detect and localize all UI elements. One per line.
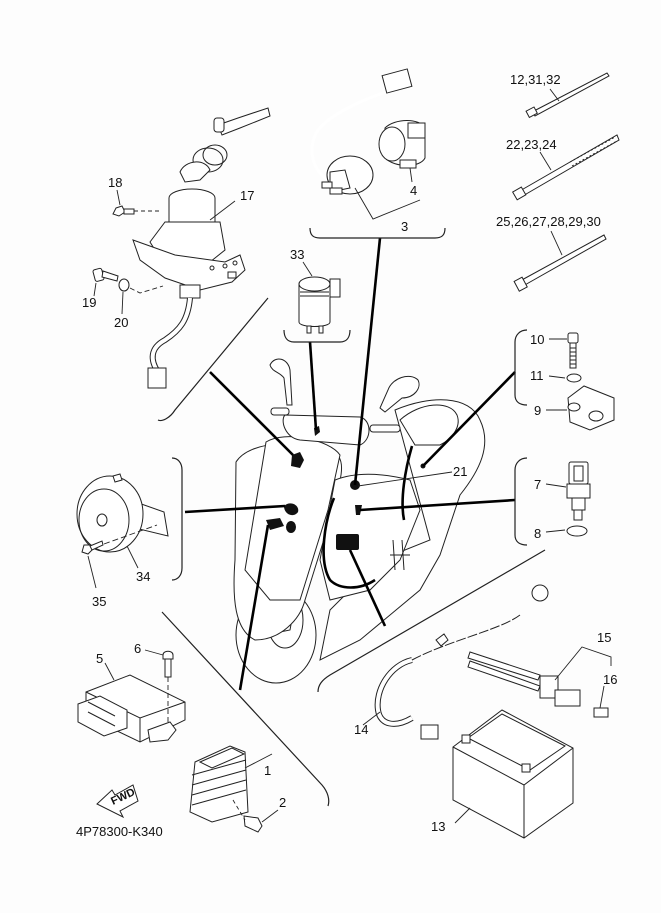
callout-16: 16 <box>603 672 617 687</box>
sensor-bracket <box>546 332 615 431</box>
callout-15: 15 <box>597 630 611 645</box>
callout-6: 6 <box>134 641 141 656</box>
callout-2: 2 <box>279 795 286 810</box>
callout-11: 11 <box>530 368 544 383</box>
group-brackets <box>157 227 546 807</box>
callout-34: 34 <box>136 569 150 584</box>
callout-20: 20 <box>114 315 128 330</box>
horn <box>76 473 169 589</box>
callout-17: 17 <box>240 188 254 203</box>
rectifier-regulator <box>189 745 279 833</box>
callout-22-23-24: 22,23,24 <box>506 137 557 152</box>
callout-35: 35 <box>92 594 106 609</box>
scooter-body <box>233 358 486 684</box>
callout-4: 4 <box>410 183 417 198</box>
flasher-relay <box>298 261 341 334</box>
forward-arrow-icon: FWD <box>96 784 139 819</box>
callout-18: 18 <box>108 175 122 190</box>
callout-33: 33 <box>290 247 304 262</box>
callout-5: 5 <box>96 651 103 666</box>
callout-7: 7 <box>534 477 541 492</box>
pointer-lines <box>184 237 516 691</box>
cable-tie-ratchet <box>511 134 620 201</box>
cdi-unit <box>77 649 186 743</box>
main-switch <box>92 107 271 389</box>
starter-relay <box>310 68 426 220</box>
callout-3: 3 <box>401 219 408 234</box>
callout-8: 8 <box>534 526 541 541</box>
callout-19: 19 <box>82 295 96 310</box>
callout-14: 14 <box>354 722 368 737</box>
callout-10: 10 <box>530 332 544 347</box>
diagram-code: 4P78300-K340 <box>76 824 163 839</box>
battery-lead <box>362 584 549 740</box>
cable-tie-short <box>525 72 610 119</box>
callout-13: 13 <box>431 819 445 834</box>
callout-21: 21 <box>453 464 467 479</box>
battery <box>452 709 574 839</box>
callout-labels: 1 2 3 4 5 6 7 8 9 10 11 12,31,32 13 14 1… <box>82 72 617 834</box>
cable-tie-long <box>513 230 607 292</box>
callout-9: 9 <box>534 403 541 418</box>
callout-25-30: 25,26,27,28,29,30 <box>496 214 601 229</box>
fuse-holder <box>467 646 612 718</box>
thermo-unit <box>545 461 591 537</box>
callout-12-31-32: 12,31,32 <box>510 72 561 87</box>
callout-1: 1 <box>264 763 271 778</box>
